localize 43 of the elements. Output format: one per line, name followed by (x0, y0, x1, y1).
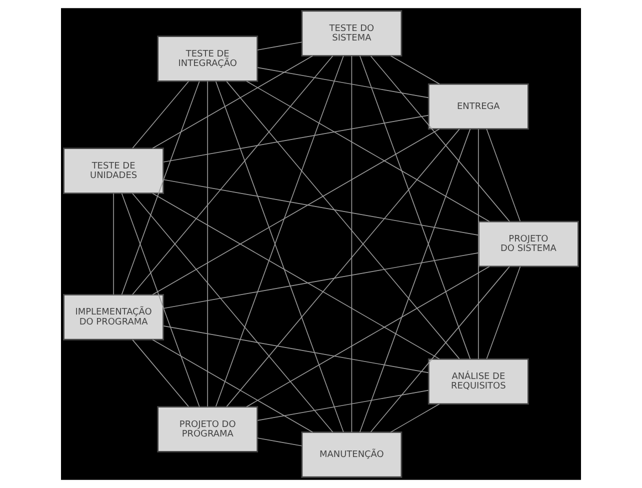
node-box: PROJETO DO PROGRAMA (157, 406, 258, 452)
connector (370, 266, 510, 432)
connector (257, 390, 429, 421)
node-box: TESTE DE INTEGRAÇÃO (157, 36, 258, 82)
connector (152, 192, 440, 360)
connector (486, 128, 521, 222)
connector (246, 266, 490, 408)
node-box: ANÁLISE DE REQUISITOS (428, 358, 529, 405)
connector (163, 326, 429, 374)
node-box: ENTREGA (428, 83, 529, 130)
connector (486, 266, 521, 360)
connector (226, 128, 460, 407)
connector (478, 128, 479, 360)
node-box: IMPLEMENTAÇÃO DO PROGRAMA (63, 294, 164, 340)
connector (370, 56, 510, 222)
connector (132, 80, 189, 149)
connector (163, 179, 480, 236)
connector (390, 404, 440, 433)
connector (351, 56, 352, 433)
node-box: TESTE DO SISTEMA (301, 10, 402, 56)
connector (152, 56, 314, 149)
connector (132, 192, 334, 433)
connector (132, 55, 334, 296)
connector (256, 438, 302, 446)
node-box: PROJETO DO SISTEMA (478, 220, 579, 268)
connector (226, 81, 460, 360)
connector (163, 114, 429, 162)
connector (246, 80, 490, 222)
connector (152, 128, 440, 296)
connector (390, 55, 440, 84)
connector (121, 193, 200, 408)
connector (152, 339, 314, 432)
connector (132, 339, 189, 407)
node-box: TESTE DE UNIDADES (63, 148, 164, 194)
connector (207, 80, 208, 408)
connector (121, 80, 200, 296)
connector (257, 67, 429, 98)
connector (113, 193, 114, 296)
connector (256, 42, 302, 50)
connector (359, 55, 471, 360)
connector (163, 252, 480, 309)
node-box: MANUTENÇÃO (301, 432, 402, 478)
connector (359, 128, 471, 433)
